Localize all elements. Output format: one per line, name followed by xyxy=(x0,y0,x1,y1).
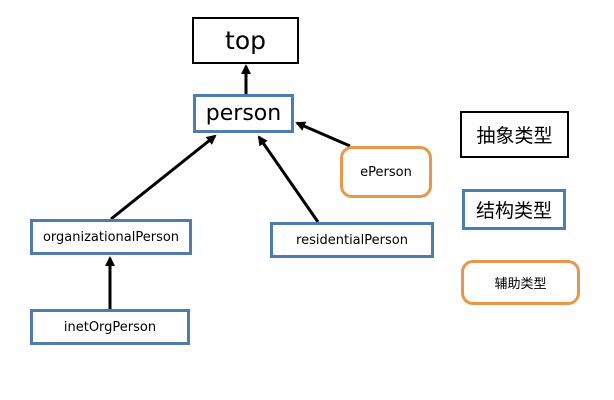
edge-organizationalperson-to-person xyxy=(110,134,217,221)
node-person-label: person xyxy=(205,101,282,126)
node-eperson-label: ePerson xyxy=(360,164,412,180)
node-organizational-person: organizationalPerson xyxy=(30,219,192,255)
legend-auxiliary-type: 辅助类型 xyxy=(461,260,580,305)
node-residential-person: residentialPerson xyxy=(270,222,434,258)
edge-residentialperson-to-person xyxy=(257,135,320,223)
node-residential-person-label: residentialPerson xyxy=(296,232,408,248)
legend-structural-type: 结构类型 xyxy=(462,189,566,230)
node-top-label: top xyxy=(225,26,266,55)
node-inet-org-person-label: inetOrgPerson xyxy=(63,319,157,335)
node-person: person xyxy=(193,94,294,133)
node-organizational-person-label: organizationalPerson xyxy=(42,229,180,245)
node-eperson: ePerson xyxy=(340,146,432,198)
legend-abstract-label: 抽象类型 xyxy=(476,125,553,147)
legend-abstract-type: 抽象类型 xyxy=(460,111,569,158)
legend-structural-label: 结构类型 xyxy=(475,200,552,222)
legend-auxiliary-label: 辅助类型 xyxy=(494,277,547,292)
node-inet-org-person: inetOrgPerson xyxy=(30,309,190,345)
node-top: top xyxy=(192,17,299,64)
edge-eperson-to-person xyxy=(295,121,351,148)
